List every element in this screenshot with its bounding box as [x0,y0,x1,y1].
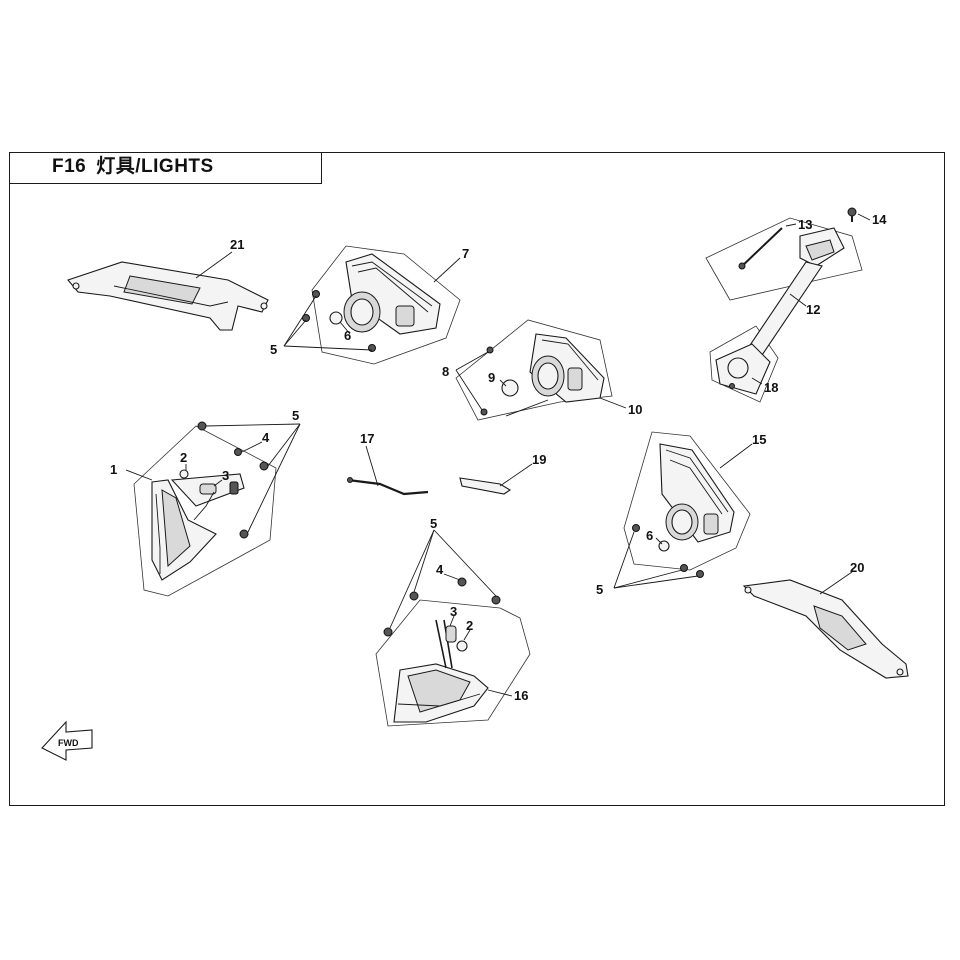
callout-1: 1 [110,462,117,477]
part-5-bolts-upper [302,290,376,352]
part-4-screw-lower [457,577,467,587]
part-18-bracket [459,477,512,495]
callout-18: 19 [532,452,546,467]
part-10-headlight [501,333,605,417]
callout-3b: 3 [450,604,457,619]
part-14-screw [847,207,857,222]
part-2-bulb-left [179,469,189,479]
part-15-headlight [658,443,735,552]
callout-14: 14 [872,212,887,227]
fwd-label: FWD [58,738,79,748]
part-3-socket-left [193,481,239,521]
title-box [9,152,322,184]
callout-17: 17 [360,431,374,446]
part-4-screw-left [234,448,242,456]
part-19-plate-bracket [715,343,771,395]
title-code: F16 [52,156,87,177]
part-7-headlight [329,253,441,335]
part-5-bolts-left [197,421,269,539]
callout-3a: 3 [222,468,229,483]
callout-16: 16 [514,688,528,703]
callout-5c: 5 [430,516,437,531]
callout-10: 10 [628,402,642,417]
part-16-lower-light [393,619,489,723]
callout-6b: 6 [646,528,653,543]
callout-6a: 6 [344,328,351,343]
callout-2a: 2 [180,450,187,465]
title-name: 灯具/LIGHTS [96,156,214,177]
callout-19: 18 [764,380,778,395]
callout-5b: 5 [292,408,299,423]
part-17-bracket [347,477,429,496]
callout-4a: 4 [262,430,270,445]
callout-5d: 5 [596,582,603,597]
part-21-bracket [742,579,909,679]
part-13-bolt [738,227,783,270]
part-5-bolts-right [632,524,704,578]
diagram-frame [9,152,945,806]
fwd-arrow-icon: FWD [41,720,93,761]
callout-7: 7 [462,246,469,261]
part-2-bulb-lower [456,640,468,652]
part-3-socket-lower [445,625,457,643]
callout-21: 20 [850,560,864,575]
callout-4b: 4 [436,562,444,577]
part-20-bracket [67,261,269,331]
callout-5a: 5 [270,342,277,357]
callout-12: 12 [806,302,820,317]
part-5-bolts-lower [383,591,501,637]
callout-8: 8 [442,364,449,379]
callout-2b: 2 [466,618,473,633]
callout-15: 15 [752,432,766,447]
page-title: F16 灯具/LIGHTS [52,154,214,180]
callout-13: 13 [798,217,812,232]
callout-9: 9 [488,370,495,385]
callout-20: 21 [230,237,244,252]
part-8-nuts [480,346,494,416]
